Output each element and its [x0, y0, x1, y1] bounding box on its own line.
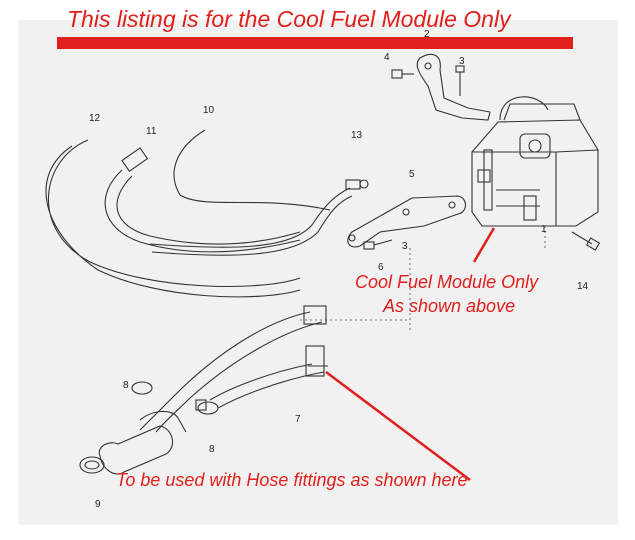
callout-8-top: 8 [123, 380, 129, 391]
callout-14: 14 [577, 281, 589, 292]
hose-11 [104, 169, 301, 253]
callout-10: 10 [203, 105, 215, 116]
hose-note-caption: To be used with Hose fittings as shown h… [116, 470, 468, 490]
title-underline-bar [57, 37, 573, 49]
hose-pointer [325, 371, 471, 481]
callout-13: 13 [351, 130, 363, 141]
module-caption-line2: As shown above [383, 296, 516, 316]
listing-title: This listing is for the Cool Fuel Module… [67, 6, 511, 32]
module-caption-line1: Cool Fuel Module Only [355, 272, 539, 292]
callout-1: 1 [541, 224, 547, 235]
callout-2: 2 [424, 29, 430, 40]
callout-11: 11 [146, 126, 157, 137]
callout-7: 7 [295, 414, 301, 425]
callout-6: 6 [378, 262, 384, 273]
hose-12 [45, 139, 301, 298]
module-1 [471, 119, 599, 227]
callout-9: 9 [95, 499, 101, 510]
module-pointer [472, 227, 496, 263]
callout-3-lower: 3 [402, 241, 408, 252]
callout-3-top: 3 [459, 56, 465, 67]
callout-8-bottom: 8 [209, 444, 215, 455]
hose-7 [139, 311, 323, 433]
fitting-9 [98, 425, 174, 475]
callout-12: 12 [89, 113, 101, 124]
tube-10 [173, 129, 331, 211]
bracket-5 [347, 195, 467, 248]
bracket-2 [416, 53, 491, 121]
callout-5: 5 [409, 169, 415, 180]
callout-4: 4 [384, 52, 390, 63]
